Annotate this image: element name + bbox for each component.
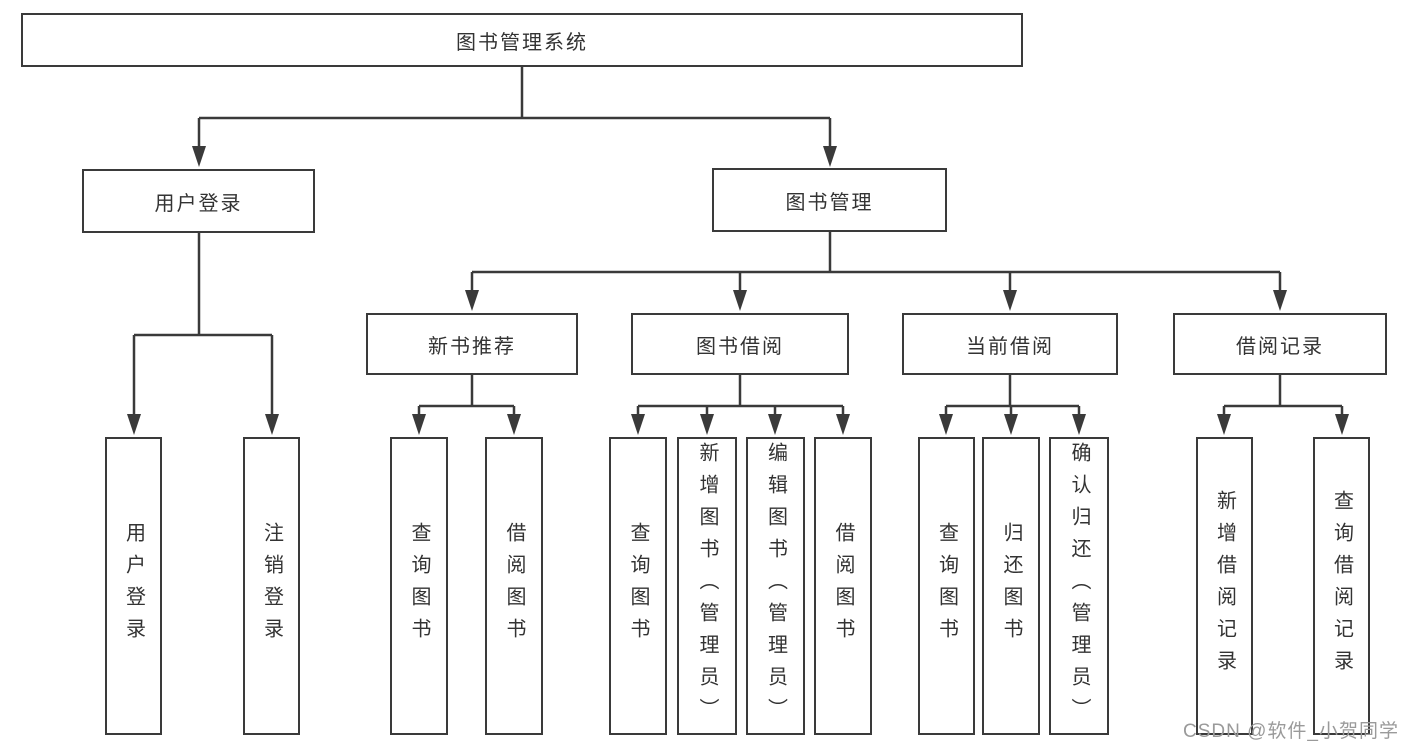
leaf-add-books-admin: 新增图书（管理员） <box>677 437 737 735</box>
arrow-down-icon <box>939 414 953 435</box>
leaf-add-books-admin-label: 新增图书（管理员） <box>696 442 718 730</box>
leaf-query-books-borrow: 查询图书 <box>609 437 667 735</box>
arrow-down-icon <box>733 290 747 311</box>
leaf-query-books-borrow-label: 查询图书 <box>627 522 649 650</box>
arrow-down-icon <box>1072 414 1086 435</box>
leaf-add-borrow-record-label: 新增借阅记录 <box>1213 490 1236 682</box>
leaf-confirm-return-admin: 确认归还（管理员） <box>1049 437 1109 735</box>
leaf-query-books-recommend-label: 查询图书 <box>408 522 430 650</box>
leaf-return-books-label: 归还图书 <box>1000 522 1022 650</box>
leaf-query-borrow-record-label: 查询借阅记录 <box>1330 490 1353 682</box>
arrow-down-icon <box>768 414 782 435</box>
connector-line <box>944 375 1081 418</box>
node-book-management-label: 图书管理 <box>785 191 874 214</box>
node-borrowing-records: 借阅记录 <box>1173 313 1387 375</box>
node-root: 图书管理系统 <box>21 13 1023 67</box>
leaf-edit-books-admin-label: 编辑图书（管理员） <box>764 442 787 730</box>
arrow-down-icon <box>1335 414 1349 435</box>
leaf-logout: 注销登录 <box>243 437 300 735</box>
arrow-down-icon <box>507 414 521 435</box>
arrow-down-icon <box>1003 290 1017 311</box>
leaf-query-books-recommend: 查询图书 <box>390 437 448 735</box>
arrow-down-icon <box>265 414 279 435</box>
arrow-down-icon <box>631 414 645 435</box>
arrow-down-icon <box>1217 414 1231 435</box>
arrow-down-icon <box>1273 290 1287 311</box>
leaf-return-books: 归还图书 <box>982 437 1040 735</box>
leaf-borrow-books-recommend: 借阅图书 <box>485 437 543 735</box>
leaf-borrow-books: 借阅图书 <box>814 437 872 735</box>
arrow-down-icon <box>836 414 850 435</box>
node-book-borrowing: 图书借阅 <box>631 313 849 375</box>
arrow-down-icon <box>1004 414 1018 435</box>
leaf-borrow-books-recommend-label: 借阅图书 <box>503 522 525 650</box>
connector-line <box>132 233 274 418</box>
leaf-user-login-label: 用户登录 <box>122 522 145 650</box>
leaf-user-login: 用户登录 <box>105 437 162 735</box>
connector-line <box>470 232 1282 292</box>
connector-line <box>636 375 845 418</box>
leaf-confirm-return-admin-label: 确认归还（管理员） <box>1068 442 1090 730</box>
leaf-query-books-current-label: 查询图书 <box>935 522 958 650</box>
arrow-down-icon <box>700 414 714 435</box>
arrow-down-icon <box>127 414 141 435</box>
node-user-login-label: 用户登录 <box>154 192 243 215</box>
arrow-down-icon <box>412 414 426 435</box>
node-book-borrowing-label: 图书借阅 <box>696 335 784 358</box>
connector-line <box>1222 375 1344 418</box>
node-borrowing-records-label: 借阅记录 <box>1236 335 1324 358</box>
node-new-book-recommend: 新书推荐 <box>366 313 578 375</box>
node-current-borrowing-label: 当前借阅 <box>966 335 1054 358</box>
leaf-edit-books-admin: 编辑图书（管理员） <box>746 437 805 735</box>
node-user-login: 用户登录 <box>82 169 315 233</box>
connector-line <box>197 67 832 150</box>
leaf-logout-label: 注销登录 <box>260 522 283 650</box>
leaf-query-books-current: 查询图书 <box>918 437 975 735</box>
leaf-add-borrow-record: 新增借阅记录 <box>1196 437 1253 735</box>
leaf-borrow-books-label: 借阅图书 <box>832 522 854 650</box>
arrow-down-icon <box>465 290 479 311</box>
leaf-query-borrow-record: 查询借阅记录 <box>1313 437 1370 735</box>
node-book-management: 图书管理 <box>712 168 947 232</box>
node-new-book-recommend-label: 新书推荐 <box>428 335 516 358</box>
node-root-label: 图书管理系统 <box>456 31 588 54</box>
arrow-down-icon <box>823 146 837 167</box>
connector-line <box>417 375 516 418</box>
arrow-down-icon <box>192 146 206 167</box>
watermark: CSDN @软件_小贺同学 <box>1183 721 1399 742</box>
node-current-borrowing: 当前借阅 <box>902 313 1118 375</box>
